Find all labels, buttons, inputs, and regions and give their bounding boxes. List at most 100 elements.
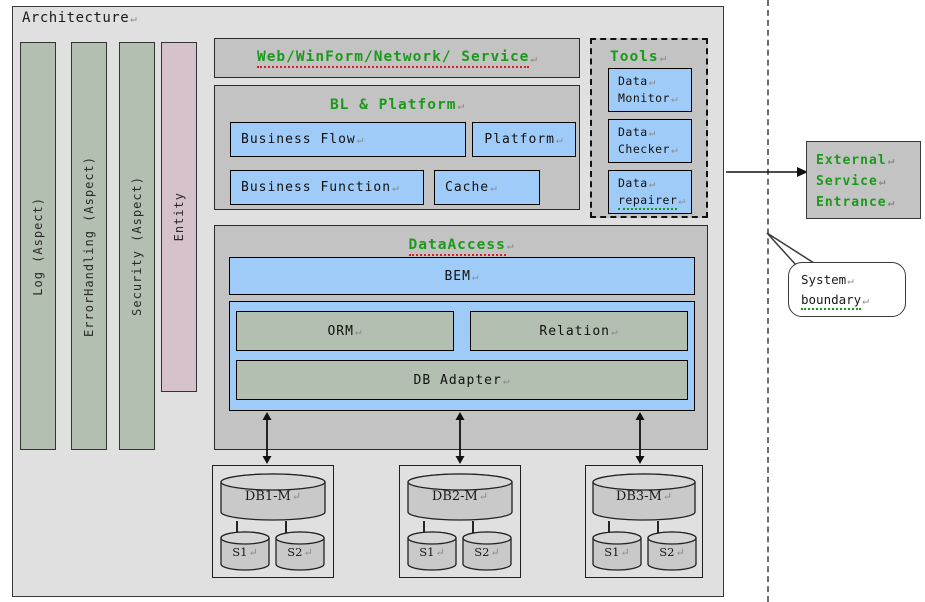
pilcrow-mark: ↵	[648, 177, 656, 190]
tool-label-data: Data	[618, 176, 648, 190]
page-title-text: Architecture	[22, 10, 130, 26]
aspect-label-log: Log (Aspect)	[31, 196, 45, 296]
page-title: Architecture↵	[22, 10, 137, 26]
aspect-column-entity: Entity	[161, 42, 197, 392]
pilcrow-mark: ↵	[130, 12, 138, 25]
layer-title-data-access-wrap: DataAccess↵	[215, 234, 707, 256]
layer-title-web-service: Web/WinForm/Network/ Service	[256, 49, 530, 68]
db-cylinder-slave-1-2[interactable]	[275, 531, 325, 571]
component-label-business-flow: Business Flow	[241, 132, 356, 147]
tool-label-data: Data	[618, 74, 648, 88]
pilcrow-mark: ↵	[659, 51, 667, 64]
pilcrow-mark: ↵	[670, 143, 679, 156]
db-cylinder-master-2[interactable]	[407, 473, 513, 521]
external-line-1: External↵	[816, 150, 920, 171]
db-group-1	[212, 465, 334, 578]
pilcrow-mark: ↵	[556, 133, 564, 146]
aspect-column-log: Log (Aspect)	[20, 42, 56, 450]
db-cylinder-slave-1-1[interactable]	[220, 531, 270, 571]
callout-line-2: boundary↵	[801, 290, 905, 310]
tool-label-monitor: Monitor	[618, 91, 670, 105]
component-label-cache: Cache	[445, 180, 490, 195]
external-label-external: External	[816, 153, 887, 168]
pilcrow-mark: ↵	[887, 196, 896, 209]
pilcrow-mark: ↵	[506, 239, 514, 252]
component-label-relation: Relation	[539, 323, 610, 339]
pilcrow-mark: ↵	[392, 181, 400, 194]
db-group-3	[585, 465, 703, 578]
tool-data-checker[interactable]: Data↵ Checker↵	[608, 119, 692, 163]
pilcrow-mark: ↵	[678, 194, 686, 207]
pilcrow-mark: ↵	[356, 133, 365, 146]
component-cache[interactable]: Cache↵	[434, 170, 540, 205]
db-cylinder-master-3[interactable]	[592, 473, 696, 521]
tool-line-2: repairer↵	[618, 192, 691, 210]
component-business-flow[interactable]: Business Flow↵	[230, 122, 466, 157]
component-label-db-adapter: DB Adapter	[413, 372, 502, 388]
system-boundary-line	[767, 0, 769, 602]
external-label-entrance: Entrance	[816, 195, 887, 210]
pilcrow-mark: ↵	[862, 294, 869, 307]
connector-arrow-db3	[635, 412, 645, 464]
layer-title-bl-platform-wrap: BL & Platform↵	[215, 94, 579, 113]
pilcrow-mark: ↵	[847, 274, 854, 287]
layer-title-data-access: DataAccess	[408, 237, 506, 256]
component-label-business-function: Business Function	[241, 180, 392, 195]
connector-arrow-db2	[455, 412, 465, 464]
component-label-orm: ORM	[327, 323, 354, 339]
tool-label-checker: Checker	[618, 142, 670, 156]
db-cylinder-master-1[interactable]	[220, 473, 326, 521]
component-orm[interactable]: ORM↵	[236, 311, 454, 351]
pilcrow-mark: ↵	[530, 51, 538, 65]
pilcrow-mark: ↵	[611, 324, 619, 338]
aspect-label-security: Security (Aspect)	[130, 176, 144, 316]
aspect-label-errorhandling: ErrorHandling (Aspect)	[82, 155, 96, 337]
callout-label-system: System	[801, 272, 847, 287]
pilcrow-mark: ↵	[648, 75, 656, 88]
external-label-service: Service	[816, 174, 878, 189]
component-db-adapter[interactable]: DB Adapter↵	[236, 360, 688, 400]
tool-data-monitor[interactable]: Data↵ Monitor↵	[608, 68, 692, 112]
tool-line-1: Data↵	[618, 73, 691, 90]
db-cylinder-slave-3-1[interactable]	[592, 531, 642, 571]
callout-line-1: System↵	[801, 270, 905, 290]
component-business-function[interactable]: Business Function↵	[230, 170, 424, 205]
external-line-3: Entrance↵	[816, 192, 920, 213]
connector-arrow-to-external-service	[726, 167, 808, 177]
external-service-entrance[interactable]: External↵ Service↵ Entrance↵	[806, 141, 921, 219]
external-line-2: Service↵	[816, 171, 920, 192]
component-label-bem: BEM	[444, 268, 471, 284]
pilcrow-mark: ↵	[648, 126, 656, 139]
aspect-column-security: Security (Aspect)	[119, 42, 155, 450]
component-label-platform: Platform	[484, 132, 555, 147]
tool-line-1: Data↵	[618, 124, 691, 141]
tool-line-1: Data↵	[618, 175, 691, 192]
pilcrow-mark: ↵	[490, 181, 498, 194]
component-bem[interactable]: BEM↵	[229, 257, 695, 295]
pilcrow-mark: ↵	[502, 373, 511, 387]
pilcrow-mark: ↵	[471, 269, 480, 283]
pilcrow-mark: ↵	[457, 99, 465, 112]
aspect-label-entity: Entity	[172, 192, 186, 242]
pilcrow-mark: ↵	[887, 154, 896, 167]
component-relation[interactable]: Relation↵	[470, 311, 688, 351]
db-group-2	[399, 465, 521, 578]
db-cylinder-slave-2-1[interactable]	[407, 531, 457, 571]
tool-label-data: Data	[618, 125, 648, 139]
tools-title-wrap: Tools↵	[610, 46, 666, 65]
layer-web-service: Web/WinForm/Network/ Service↵	[214, 38, 580, 78]
callout-label-boundary: boundary	[801, 292, 862, 310]
tool-data-repairer[interactable]: Data↵ repairer↵	[608, 170, 692, 214]
tool-line-2: Monitor↵	[618, 90, 691, 107]
db-cylinder-slave-2-2[interactable]	[462, 531, 512, 571]
tool-line-2: Checker↵	[618, 141, 691, 158]
db-cylinder-slave-3-2[interactable]	[647, 531, 697, 571]
pilcrow-mark: ↵	[878, 175, 887, 188]
pilcrow-mark: ↵	[670, 92, 679, 105]
tool-label-repairer: repairer	[618, 193, 678, 210]
tools-title: Tools	[610, 49, 659, 65]
component-platform[interactable]: Platform↵	[472, 122, 576, 157]
callout-system-boundary: System↵ boundary↵	[788, 262, 906, 317]
pilcrow-mark: ↵	[354, 324, 363, 338]
connector-arrow-db1	[262, 412, 272, 464]
